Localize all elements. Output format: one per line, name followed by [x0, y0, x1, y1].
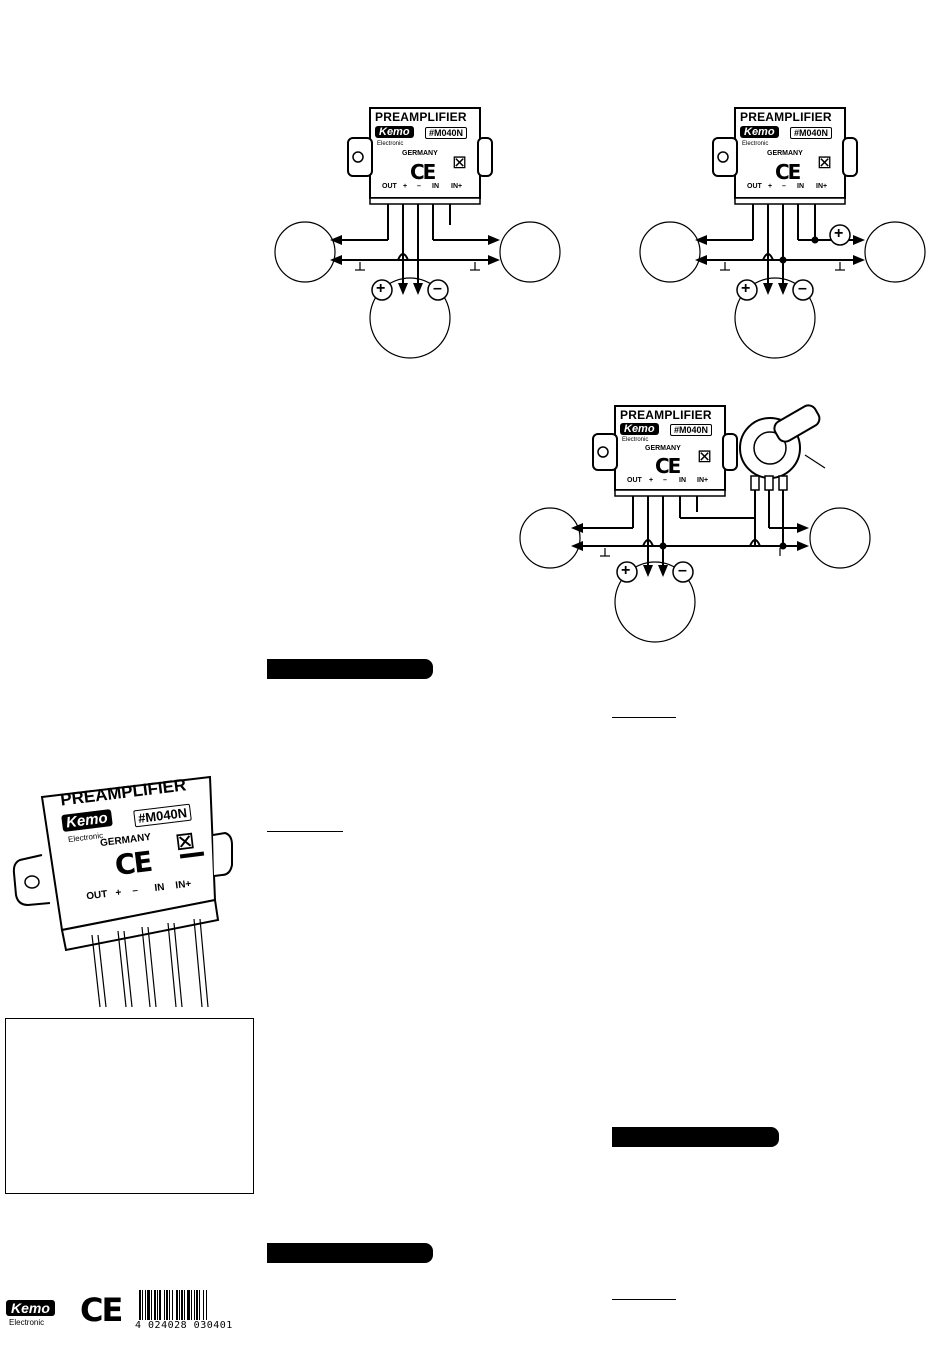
ce-mark: CE: [775, 160, 801, 184]
pin-in-plus: IN+: [451, 183, 463, 190]
wiring-diagram-2: PREAMPLIFIER Kemo #M040N Electronic GERM…: [635, 100, 935, 365]
product-pin-minus: –: [131, 885, 139, 897]
weee-bin-icon: ⊠: [697, 446, 713, 466]
country-label: GERMANY: [402, 150, 438, 157]
diagram-2-lines: [639, 107, 926, 359]
product-illustration: PREAMPLIFIER Kemo #M040N Electronic GERM…: [10, 755, 250, 1010]
footer-ce-mark: CE: [80, 1291, 123, 1329]
pin-out: OUT: [747, 183, 762, 190]
minus-icon: –: [678, 562, 687, 579]
pin-in-plus: IN+: [816, 183, 828, 190]
footer-kemo-logo: Kemo: [6, 1300, 55, 1316]
barcode-bar: [164, 1290, 165, 1320]
pin-plus: +: [649, 477, 654, 484]
part-number: #M040N: [425, 127, 468, 139]
barcode-bar: [176, 1290, 178, 1320]
plus-icon: +: [621, 562, 631, 579]
barcode-bar: [151, 1290, 152, 1320]
barcode-bars: [139, 1290, 207, 1320]
subheading-underline: [612, 1299, 676, 1300]
subheading-underline: [612, 717, 676, 718]
barcode-bar: [169, 1290, 170, 1320]
pin-in: IN: [432, 183, 439, 190]
barcode-bar: [147, 1290, 150, 1320]
sub-brand: Electronic: [377, 141, 404, 147]
pin-minus: –: [663, 477, 667, 484]
info-box: [5, 1018, 254, 1194]
barcode-bar: [142, 1290, 143, 1320]
barcode-number: 4 024028 030401: [135, 1320, 233, 1331]
diagram-3-lines: [519, 404, 871, 643]
country-label: GERMANY: [767, 150, 803, 157]
module-title: PREAMPLIFIER: [740, 110, 832, 124]
barcode-bar: [199, 1290, 200, 1320]
barcode-bar: [184, 1290, 185, 1320]
subheading-underline: [267, 831, 343, 832]
section-heading-bar: [267, 1243, 433, 1263]
pin-out: OUT: [382, 183, 397, 190]
barcode-bar: [145, 1290, 146, 1320]
plus-icon: +: [376, 280, 386, 297]
plus-icon: +: [741, 280, 751, 297]
barcode-bar: [194, 1290, 195, 1320]
product-outline: [12, 775, 233, 1008]
barcode-bar: [172, 1290, 173, 1320]
sub-brand: Electronic: [622, 437, 649, 443]
part-number: #M040N: [670, 424, 713, 436]
pin-plus: +: [403, 183, 408, 190]
minus-icon: –: [433, 280, 442, 297]
module-title: PREAMPLIFIER: [620, 408, 712, 422]
barcode-bar: [179, 1290, 180, 1320]
pin-minus: –: [417, 183, 421, 190]
kemo-logo: Kemo: [375, 126, 414, 138]
ce-mark: CE: [655, 454, 681, 478]
weee-bin-icon: ⊠: [817, 152, 833, 172]
part-number: #M040N: [790, 127, 833, 139]
barcode-bar: [154, 1290, 156, 1320]
country-label: GERMANY: [645, 445, 681, 452]
barcode-bar: [181, 1290, 183, 1320]
product-pin-in-plus: IN+: [174, 878, 192, 892]
barcode-bar: [187, 1290, 190, 1320]
barcode-bar: [166, 1290, 168, 1320]
wiring-diagram-3: PREAMPLIFIER Kemo #M040N Electronic GERM…: [515, 400, 875, 650]
section-heading-bar: [267, 659, 433, 679]
barcode-bar: [157, 1290, 158, 1320]
barcode-bar: [196, 1290, 198, 1320]
kemo-logo: Kemo: [620, 423, 659, 435]
pin-in: IN: [797, 183, 804, 190]
barcode: 4 024028 030401: [135, 1290, 253, 1331]
pin-plus: +: [768, 183, 773, 190]
pin-out: OUT: [627, 477, 642, 484]
module-title: PREAMPLIFIER: [375, 110, 467, 124]
pin-in-plus: IN+: [697, 477, 709, 484]
barcode-bar: [159, 1290, 161, 1320]
wiring-diagram-1: PREAMPLIFIER Kemo #M040N Electronic GERM…: [270, 100, 570, 365]
kemo-logo: Kemo: [740, 126, 779, 138]
minus-icon: –: [798, 280, 807, 297]
section-heading-bar: [612, 1127, 779, 1147]
pin-minus: –: [782, 183, 786, 190]
pin-in: IN: [679, 477, 686, 484]
plus-icon: +: [834, 225, 844, 242]
barcode-bar: [191, 1290, 192, 1320]
sub-brand: Electronic: [742, 141, 769, 147]
footer-sub-brand: Electronic: [9, 1318, 45, 1327]
product-pin-in: IN: [153, 881, 166, 895]
diagram-1-lines: [274, 107, 561, 359]
barcode-bar: [206, 1290, 207, 1320]
ce-mark: CE: [410, 160, 436, 184]
barcode-bar: [203, 1290, 204, 1320]
barcode-bar: [139, 1290, 141, 1320]
weee-bin-icon: ⊠: [452, 152, 468, 172]
product-ce-mark: CE: [113, 844, 153, 883]
product-pin-plus: +: [114, 887, 123, 899]
